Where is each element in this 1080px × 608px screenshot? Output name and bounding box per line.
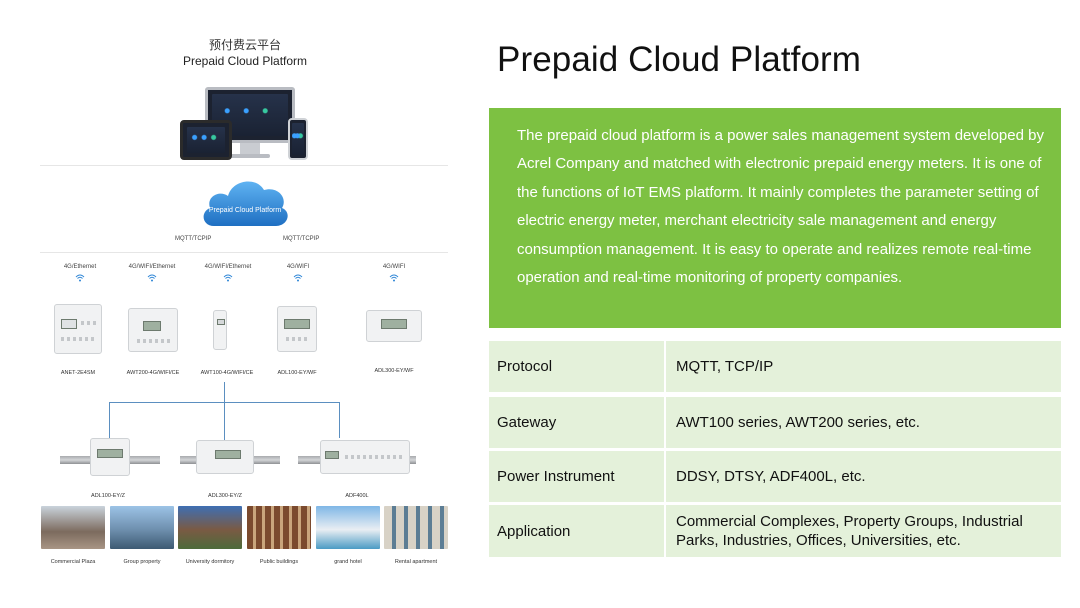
network-label-5: 4G/WIFI (382, 264, 406, 270)
network-label-1: 4G/Ethernet (63, 264, 97, 270)
meter-label-2: ADL300-EY/Z (208, 493, 242, 499)
spec-value: Commercial Complexes, Property Groups, I… (676, 513, 1023, 549)
meter-device-image (90, 438, 130, 476)
application-label-3: University dormitory (185, 559, 235, 565)
table-row: Application Commercial Complexes, Proper… (489, 505, 1061, 557)
spec-value: DDSY, DTSY, ADF400L, etc. (676, 468, 866, 485)
gateway-device-image (213, 310, 227, 350)
meter-device-image (196, 440, 254, 474)
gateway-label-5: ADL300-EY/WF (374, 368, 414, 374)
spec-label: Application (489, 505, 666, 557)
application-label-6: Rental apartment (394, 559, 438, 565)
divider-middle (40, 252, 448, 253)
gateway-label-1: ANET-2E4SM (60, 370, 96, 376)
meter-label-3: ADF400L (345, 493, 369, 499)
phone-image (288, 118, 308, 160)
meter-device-image (277, 306, 317, 352)
application-label-5: grand hotel (334, 559, 362, 565)
table-row: Power Instrument DDSY, DTSY, ADF400L, et… (489, 451, 1061, 502)
diagram-title-en: Prepaid Cloud Platform (182, 54, 308, 68)
gateway-label-4: ADL100-EY/WF (277, 370, 317, 376)
application-photo (384, 506, 448, 549)
architecture-diagram: 预付费云平台 Prepaid Cloud Platform Prepaid Cl… (0, 0, 480, 608)
cloud-icon (203, 181, 288, 226)
connection-line (224, 402, 225, 440)
meter-device-image (320, 440, 410, 474)
cloud-label: Prepaid Cloud Platform (208, 207, 282, 214)
application-label-1: Commercial Plaza (50, 559, 96, 565)
spec-label: Gateway (489, 397, 666, 448)
description-text: The prepaid cloud platform is a power sa… (517, 127, 1044, 287)
application-photo (41, 506, 105, 549)
application-photo (178, 506, 242, 549)
spec-label: Power Instrument (489, 451, 666, 502)
wifi-icon (75, 274, 85, 282)
wifi-icon (147, 274, 157, 282)
application-label-4: Public buildings (259, 559, 299, 565)
network-label-2: 4G/WIFI/Ethernet (128, 264, 176, 270)
page-title: Prepaid Cloud Platform (497, 40, 862, 79)
network-label-3: 4G/WIFI/Ethernet (204, 264, 252, 270)
gateway-label-2: AWT200-4G/WIFI/CE (126, 370, 180, 376)
gateway-device-image (54, 304, 102, 354)
gateway-label-3: AWT100-4G/WIFI/CE (200, 370, 254, 376)
application-label-2: Group property (123, 559, 161, 565)
description-box (489, 108, 1061, 328)
tablet-image (180, 120, 232, 160)
diagram-title-cn: 预付费云平台 (208, 38, 281, 52)
spec-value: AWT100 series, AWT200 series, etc. (676, 414, 920, 431)
connection-line (109, 402, 110, 440)
wifi-icon (389, 274, 399, 282)
connection-line (339, 402, 340, 438)
application-photo (316, 506, 380, 549)
spec-label: Protocol (489, 341, 666, 392)
gateway-device-image (128, 308, 178, 352)
monitor-base (230, 154, 270, 158)
network-label-4: 4G/WIFI (286, 264, 310, 270)
meter-device-image (366, 310, 422, 342)
divider-top (40, 165, 448, 166)
table-row: Gateway AWT100 series, AWT200 series, et… (489, 397, 1061, 448)
meter-label-1: ADL100-EY/Z (91, 493, 125, 499)
monitor-stand (240, 143, 260, 155)
wifi-icon (293, 274, 303, 282)
wifi-icon (223, 274, 233, 282)
protocol-label-left: MQTT/TCPIP (175, 236, 212, 242)
connection-line (224, 382, 225, 402)
table-row: Protocol MQTT, TCP/IP (489, 341, 1061, 392)
protocol-label-right: MQTT/TCPIP (283, 236, 320, 242)
application-photo (110, 506, 174, 549)
spec-value: MQTT, TCP/IP (676, 358, 774, 375)
application-photo (247, 506, 311, 549)
